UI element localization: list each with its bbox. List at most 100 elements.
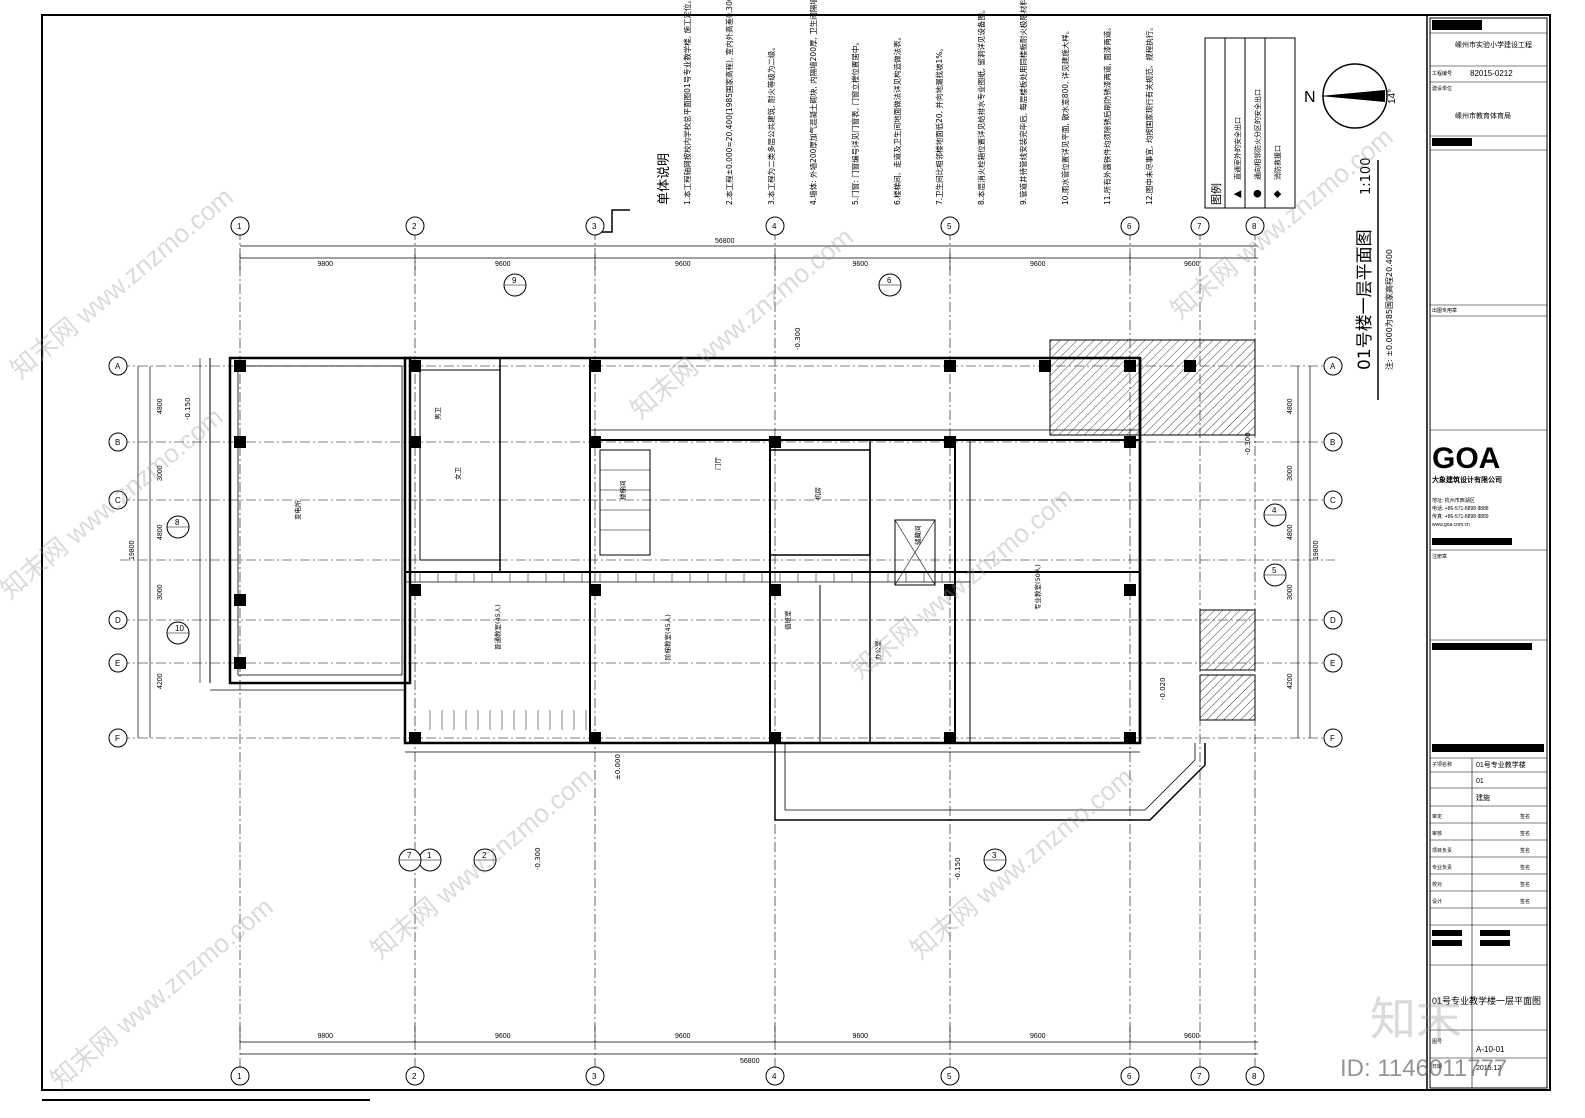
sheet-border	[41, 14, 1551, 1091]
dimension-text: 9800	[318, 261, 334, 268]
tb-reg-label: 注册章	[1432, 553, 1447, 560]
total-depth-dim-right: 19800	[1313, 540, 1320, 560]
watermark-site-7: 知末网 www.znzmo.com	[845, 481, 1079, 684]
axis-bubble-label: D	[1330, 616, 1336, 625]
column	[409, 584, 421, 596]
hatched-zone-lower	[1199, 674, 1256, 721]
tb-sub-project: 01号专业教学楼	[1476, 760, 1526, 769]
column	[1124, 436, 1136, 448]
column	[234, 436, 246, 448]
tb-stamp-label: 出图专用章	[1432, 307, 1457, 314]
axis-bubble-label: 3	[592, 222, 597, 231]
tb-role-value: 签名	[1520, 847, 1530, 854]
tb-discipline: 建施	[1476, 793, 1490, 802]
room-label: 女卫	[453, 467, 462, 481]
axis-bubble-label: 2	[412, 1072, 417, 1081]
north-compass: N 14°	[1304, 63, 1398, 129]
axis-bubble-label: 2	[412, 222, 417, 231]
tb-date: 2015.12	[1476, 1065, 1501, 1072]
room-label: 阶梯教室(45人)	[663, 614, 672, 660]
dimension-text: 9600	[495, 1033, 511, 1040]
watermark-brand: 知末	[1370, 993, 1462, 1045]
note-line: 9.管道井待管线安装完毕后, 每层楼板处用同楼板耐火极限材料封堵。	[1018, 0, 1028, 205]
room-label: 专业教室(50人)	[1033, 564, 1042, 610]
note-line: 3.本工程为二类多层公共建筑, 耐火等级为二级。	[766, 43, 776, 205]
axis-bubble	[1190, 1066, 1210, 1086]
tb-client-label: 建设单位	[1432, 85, 1452, 92]
column	[769, 436, 781, 448]
axis-bubble	[1245, 1066, 1265, 1086]
tb-project-no-label: 工程编号	[1432, 70, 1452, 77]
axis-bubble-label: B	[1330, 438, 1335, 447]
tb-drawing-no: A-10-01	[1476, 1045, 1505, 1054]
plan-title: 01号楼一层平面图	[1355, 229, 1375, 370]
company-logo: GOA	[1432, 442, 1500, 475]
elevation-note: -0.150	[184, 397, 192, 420]
section-mark-label: 3	[992, 851, 997, 860]
legend-title: 图例	[1209, 183, 1223, 205]
dimension-text: 3000	[1287, 465, 1294, 481]
room-label: 楼梯间	[618, 481, 627, 501]
section-mark-label: 2	[482, 851, 487, 860]
dimension-text: 4200	[157, 673, 164, 689]
axis-bubble-label: 5	[947, 222, 952, 231]
section-mark-label: 4	[1272, 506, 1277, 515]
design-notes: 单体说明 1.本工程轴网按校内学校总平面图01号专业教学楼, 施工定位。2.本工…	[657, 0, 1154, 205]
legend-symbol-exit: ▲	[1232, 190, 1243, 198]
note-line: 8.本层消火栓箱位置详见给排水专业图纸, 留洞详见设备图。	[976, 6, 986, 205]
column	[944, 732, 956, 744]
room-labels: 变电所阶梯教室(45人)普通教室(45人)机房办公室门厅专业教室(50人)男卫女…	[293, 407, 1042, 661]
room-label: 值班室	[783, 610, 792, 630]
section-mark-label: 9	[512, 276, 517, 285]
elevation-note: -0.300	[1244, 432, 1252, 455]
axis-bubble	[108, 356, 128, 376]
axis-bubble-label: D	[115, 616, 121, 625]
note-line: 11.所有外露铁件均须除锈后刷防锈漆两道, 面漆两道。	[1102, 23, 1112, 205]
legend-label-adjacent: 通向相邻防火分区的安全出口	[1253, 89, 1262, 180]
axis-bubble	[108, 728, 128, 748]
column	[944, 584, 956, 596]
axis-bubble-label: F	[1330, 734, 1335, 743]
column	[769, 732, 781, 744]
axis-bubble	[585, 216, 605, 236]
axis-bubble-label: A	[115, 362, 121, 371]
axis-bubble-label: 6	[1127, 1072, 1132, 1081]
column	[589, 436, 601, 448]
watermark-site-4: 知末网 www.znzmo.com	[905, 761, 1139, 964]
dimension-text: 4200	[1287, 673, 1294, 689]
section-mark-label: 5	[1272, 566, 1277, 575]
tb-roles: 审定签名审核签名项目负责签名专业负责签名校对签名设计签名	[1430, 813, 1547, 909]
dimension-text: 9600	[853, 261, 869, 268]
note-line: 6.楼梯间、走道及卫生间地面做法详见构造做法表。	[892, 33, 902, 205]
tb-role-label: 审定	[1432, 813, 1442, 820]
legend-symbol-rescue: ◆	[1272, 190, 1283, 198]
axis-bubble-label: E	[1330, 659, 1335, 668]
watermark-id: ID: 1146011777	[1340, 1055, 1507, 1082]
axis-bubble	[1120, 216, 1140, 236]
axis-bubble	[405, 1066, 425, 1086]
company-web: www.goa.com.cn	[1432, 522, 1470, 528]
tb-role-label: 校对	[1432, 881, 1442, 888]
section-mark-label: 6	[887, 276, 892, 285]
axis-bubble-label: F	[115, 734, 120, 743]
axis-bubble-label: A	[1330, 362, 1336, 371]
note-line: 1.本工程轴网按校内学校总平面图01号专业教学楼, 施工定位。	[682, 0, 692, 205]
column	[409, 732, 421, 744]
section-mark-label: 8	[175, 518, 180, 527]
watermarks: 知末网 www.znzmo.com 知末网 www.znzmo.com 知末网 …	[0, 121, 1507, 1094]
axis-bubble	[108, 610, 128, 630]
tb-role-label: 专业负责	[1432, 864, 1452, 871]
axis-bubble	[940, 216, 960, 236]
axis-bubble	[1323, 432, 1343, 452]
dimension-text: 4800	[1287, 398, 1294, 414]
elevation-notes: -0.150-0.300-0.300-0.300-0.150-0.020±0.0…	[184, 327, 1252, 880]
axis-bubble-label: C	[115, 496, 121, 505]
plan-title-group: 01号楼一层平面图 1:100 注: ±0.000为85国家高程20.400	[1355, 158, 1394, 400]
column	[234, 657, 246, 669]
tb-role-label: 设计	[1432, 898, 1442, 905]
